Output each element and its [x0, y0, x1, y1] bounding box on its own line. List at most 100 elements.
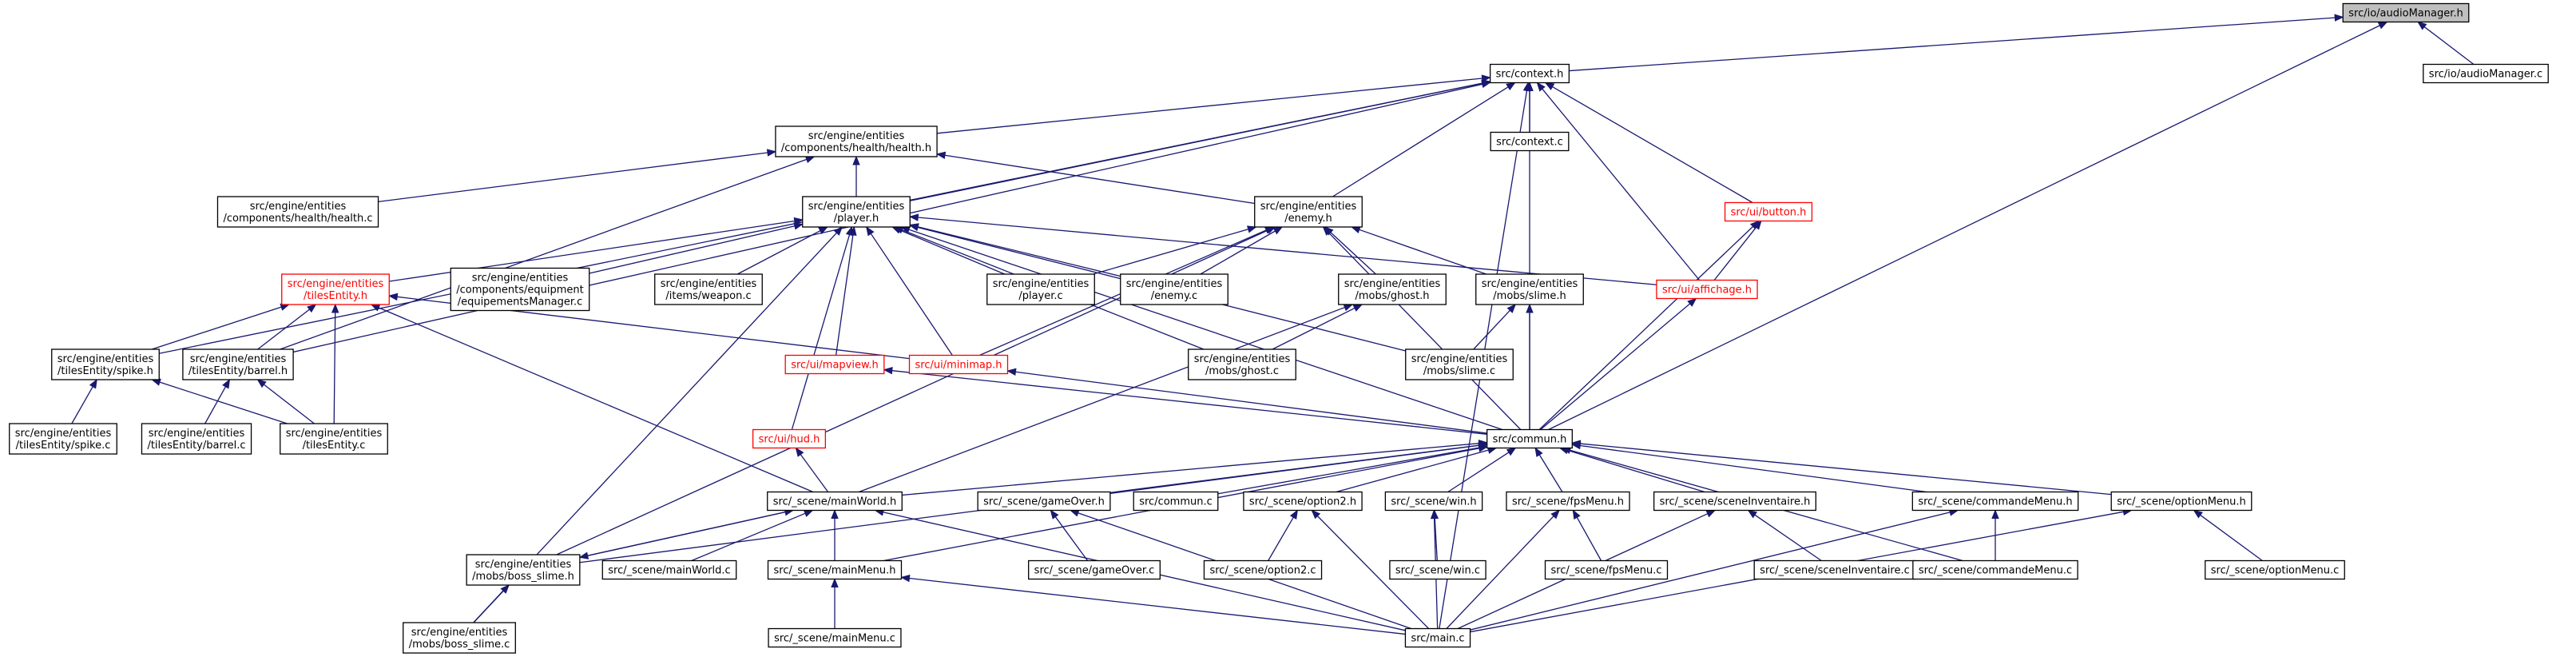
node-slime-h[interactable]: src/engine/entities/mobs/slime.h: [1475, 273, 1584, 305]
edge-arrowhead: [1430, 509, 1439, 520]
node-label: src/engine/entities: [808, 201, 905, 213]
node-spike-c[interactable]: src/engine/entities/tilesEntity/spike.c: [9, 423, 117, 455]
edge-line: [902, 443, 1479, 496]
node-barrel-c[interactable]: src/engine/entities/tilesEntity/barrel.c: [141, 423, 252, 455]
edge-arrowhead: [1506, 304, 1517, 313]
edge-mainWorld_h-to-mainWorld_c: [691, 509, 814, 562]
node-gameOver-c[interactable]: src/_scene/gameOver.c: [1028, 559, 1161, 580]
node-tilesEntity-c[interactable]: src/engine/entities/tilesEntity.c: [280, 423, 388, 455]
node-label: src/engine/entities: [1482, 278, 1578, 290]
node-enemy-h[interactable]: src/engine/entities/enemy.h: [1254, 196, 1363, 228]
node-mainWorld-h[interactable]: src/_scene/mainWorld.h: [767, 491, 903, 512]
edge-gameOver_h-to-gameOver_c: [1050, 509, 1089, 561]
node-hud-h[interactable]: src/ui/hud.h: [752, 428, 827, 449]
edge-arrowhead: [1050, 509, 1059, 520]
edge-line: [264, 384, 315, 424]
node-label: src/engine/entities: [286, 428, 383, 440]
node-label: src/engine/entities: [190, 353, 287, 365]
node-commandeMenu-c[interactable]: src/_scene/commandeMenu.c: [1912, 559, 2078, 580]
node-main-c[interactable]: src/main.c: [1404, 627, 1471, 648]
node-box: [403, 622, 516, 654]
edge-line: [1217, 447, 1479, 495]
node-option2-h[interactable]: src/_scene/option2.h: [1243, 491, 1363, 512]
edge-spike_h-to-tilesEntity_c: [151, 378, 288, 424]
node-player-h[interactable]: src/engine/entities/player.h: [802, 196, 911, 228]
node-ghost-h[interactable]: src/engine/entities/mobs/ghost.h: [1338, 273, 1447, 305]
node-context-h[interactable]: src/context.h: [1489, 63, 1570, 84]
node-optionMenu-c[interactable]: src/_scene/optionMenu.c: [2205, 559, 2345, 580]
node-sceneInventaire-c[interactable]: src/_scene/sceneInventaire.c: [1753, 559, 1916, 580]
node-spike-h[interactable]: src/engine/entities/tilesEntity/spike.h: [51, 348, 160, 380]
node-label: src/engine/entities: [288, 278, 384, 290]
node-label: /equipementsManager.c: [458, 297, 583, 309]
node-audioManager-c[interactable]: src/io/audioManager.c: [2423, 63, 2549, 84]
edge-arrowhead: [1481, 74, 1491, 82]
edge-arrowhead: [793, 222, 804, 230]
node-mainWorld-c[interactable]: src/_scene/mainWorld.c: [601, 559, 737, 580]
edge-line: [378, 152, 768, 202]
edge-arrowhead: [89, 378, 97, 389]
node-health-c[interactable]: src/engine/entities/components/health/he…: [216, 196, 379, 228]
edge-arrowhead: [1750, 220, 1760, 230]
node-weapon-c[interactable]: src/engine/entities/items/weapon.c: [654, 273, 763, 305]
node-affichage-h[interactable]: src/ui/affichage.h: [1656, 279, 1758, 300]
node-boss-slime-h[interactable]: src/engine/entities/mobs/boss_slime.h: [466, 554, 581, 586]
node-label: /mobs/slime.h: [1493, 290, 1566, 302]
node-slime-c[interactable]: src/engine/entities/mobs/slime.c: [1405, 348, 1514, 380]
node-label: src/engine/entities: [808, 130, 905, 142]
node-box: [752, 428, 827, 449]
node-option2-c[interactable]: src/_scene/option2.c: [1203, 559, 1323, 580]
edge-line: [937, 78, 1482, 134]
node-audioManager-h[interactable]: src/io/audioManager.h: [2342, 2, 2470, 23]
edge-arrowhead: [2193, 509, 2203, 519]
node-fpsMenu-c[interactable]: src/_scene/fpsMenu.c: [1544, 559, 1669, 580]
edge-line: [587, 509, 793, 556]
node-player-c[interactable]: src/engine/entities/player.c: [986, 273, 1095, 305]
node-commandeMenu-h[interactable]: src/_scene/commandeMenu.h: [1911, 491, 2079, 512]
node-box: [1254, 196, 1363, 228]
node-label: src/main.c: [1411, 633, 1464, 645]
node-label: src/engine/entities: [1126, 278, 1223, 290]
edge-commun_h-to-mainWorld_h: [902, 439, 1489, 496]
node-boss-slime-c[interactable]: src/engine/entities/mobs/boss_slime.c: [403, 622, 516, 654]
node-health-h[interactable]: src/engine/entities/components/health/he…: [775, 125, 938, 157]
node-equipementsManager-c[interactable]: src/engine/entities/components/equipment…: [450, 267, 590, 312]
node-win-c[interactable]: src/_scene/win.c: [1389, 559, 1486, 580]
node-mapview-h[interactable]: src/ui/mapview.h: [784, 354, 885, 375]
node-fpsMenu-h[interactable]: src/_scene/fpsMenu.h: [1506, 491, 1630, 512]
node-ghost-c[interactable]: src/engine/entities/mobs/ghost.c: [1188, 348, 1296, 380]
node-enemy-c[interactable]: src/engine/entities/enemy.c: [1120, 273, 1228, 305]
edge-line: [1538, 225, 1754, 430]
node-label: src/ui/affichage.h: [1662, 285, 1752, 297]
node-commun-h[interactable]: src/commun.h: [1486, 428, 1573, 449]
edge-commandeMenu_h-to-commandeMenu_c: [1991, 509, 1999, 561]
edge-arrowhead: [831, 578, 839, 587]
edge-arrowhead: [1534, 447, 1543, 457]
node-label: src/_scene/mainMenu.h: [774, 565, 896, 577]
node-minimap-h[interactable]: src/ui/minimap.h: [908, 354, 1009, 375]
edge-audioManager_h-to-audioManager_c: [2417, 21, 2475, 66]
node-barrel-h[interactable]: src/engine/entities/tilesEntity/barrel.h: [182, 348, 294, 380]
node-commun-c[interactable]: src/commun.c: [1133, 491, 1219, 512]
node-tilesEntity-h[interactable]: src/engine/entities/tilesEntity.h: [281, 273, 390, 305]
node-optionMenu-h[interactable]: src/_scene/optionMenu.h: [2110, 491, 2253, 512]
node-sceneInventaire-h[interactable]: src/_scene/sceneInventaire.h: [1653, 491, 1816, 512]
node-label: src/commun.c: [1139, 496, 1213, 508]
node-mainMenu-c[interactable]: src/_scene/mainMenu.c: [768, 627, 902, 648]
node-label: /mobs/boss_slime.h: [472, 571, 574, 583]
node-label: src/_scene/mainWorld.c: [608, 565, 730, 577]
edge-line: [1336, 449, 1489, 493]
node-win-h[interactable]: src/_scene/win.h: [1384, 491, 1483, 512]
node-box: [1475, 273, 1584, 305]
edge-line: [859, 306, 1345, 493]
node-button-h[interactable]: src/ui/button.h: [1724, 201, 1813, 222]
edge-arrowhead: [795, 447, 804, 457]
edge-commun_h-to-win_h: [1447, 447, 1517, 493]
node-label: src/ui/mapview.h: [791, 360, 879, 372]
node-context-c[interactable]: src/context.c: [1490, 131, 1570, 152]
node-gameOver-h[interactable]: src/_scene/gameOver.h: [977, 491, 1111, 512]
node-box: [2423, 63, 2549, 84]
node-box: [768, 627, 902, 648]
node-label: src/engine/entities: [149, 428, 245, 440]
node-mainMenu-h[interactable]: src/_scene/mainMenu.h: [767, 559, 903, 580]
